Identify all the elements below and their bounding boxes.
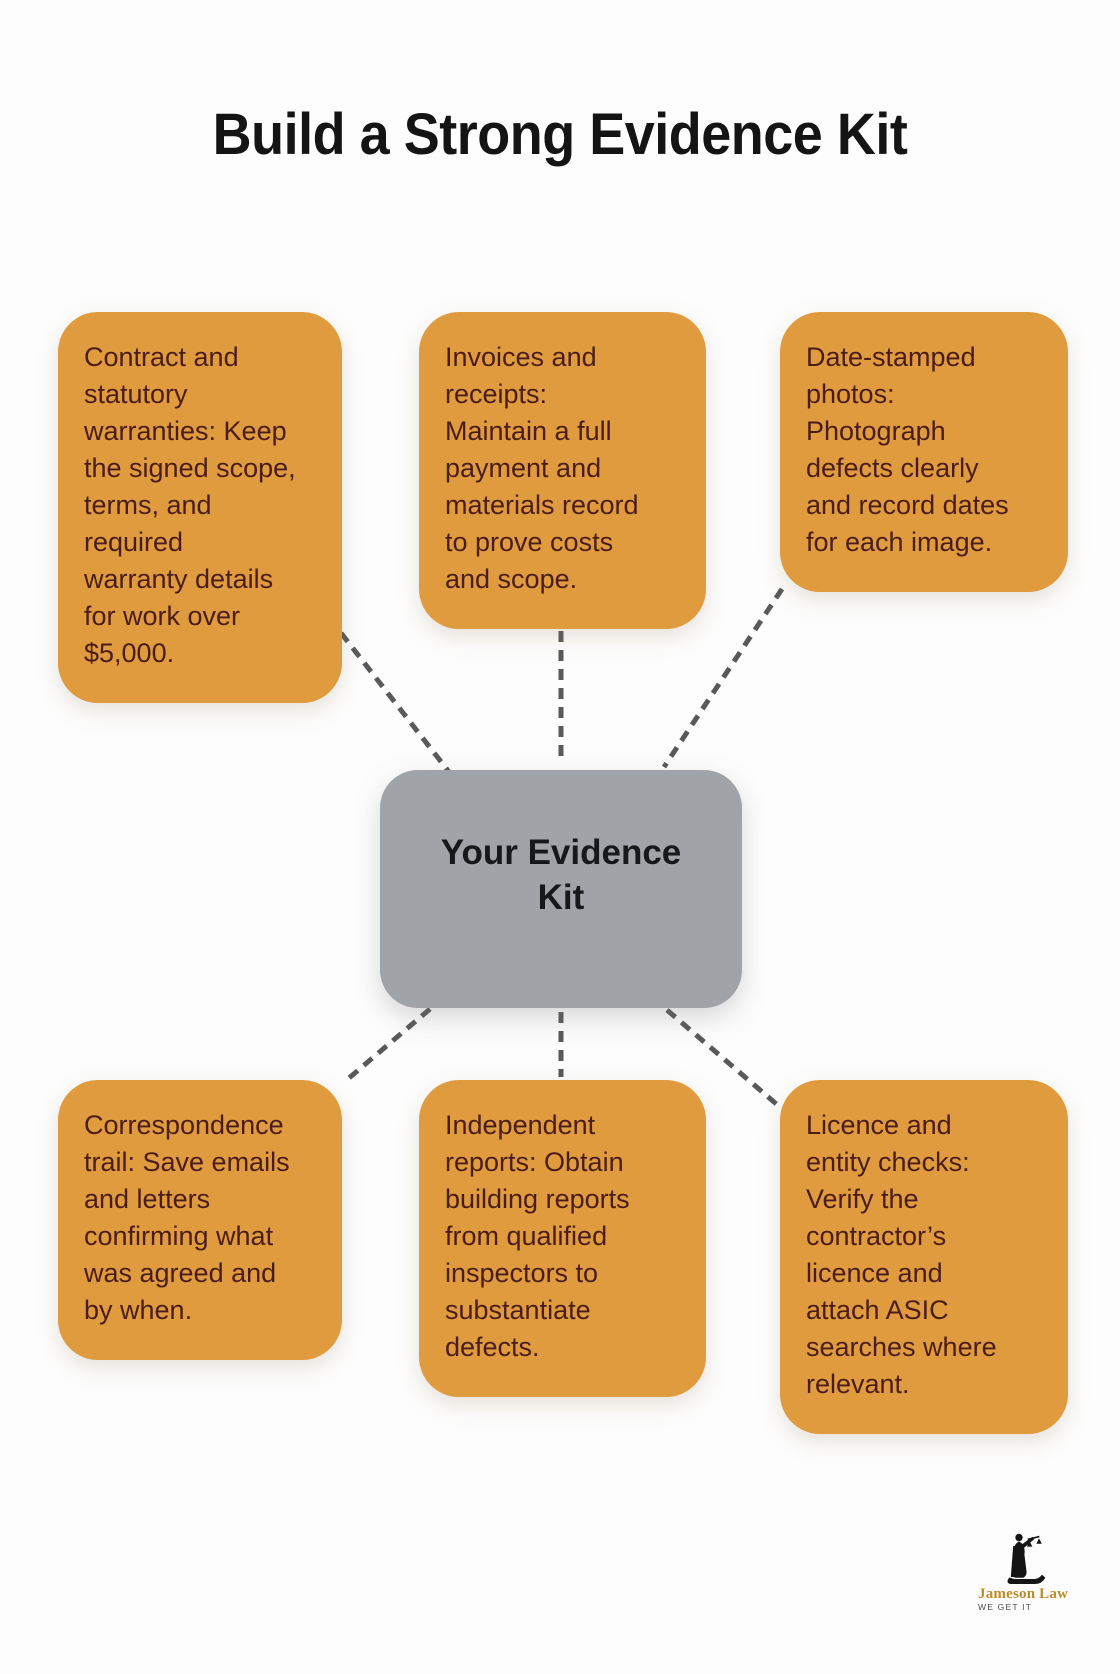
logo-wordmark: Jameson Law bbox=[978, 1586, 1069, 1602]
connector-top-right bbox=[661, 587, 785, 769]
card-contract-warranties: Contract and statutory warranties: Keep … bbox=[58, 312, 342, 703]
jameson-law-logo: Jameson Law WE GET IT bbox=[978, 1532, 1074, 1612]
page-title: Build a Strong Evidence Kit bbox=[212, 102, 908, 167]
connector-bottom-right bbox=[665, 1008, 783, 1110]
center-node-label: Your Evidence Kit bbox=[440, 833, 682, 917]
card-date-stamped-photos: Date-stamped photos: Photograph defects … bbox=[780, 312, 1068, 592]
lady-justice-icon bbox=[1007, 1533, 1046, 1584]
connector-bottom-left bbox=[347, 1007, 432, 1080]
card-correspondence-trail: Correspondence trail: Save emails and le… bbox=[58, 1080, 342, 1360]
card-invoices-receipts: Invoices and receipts: Maintain a full p… bbox=[419, 312, 706, 629]
logo-tagline: WE GET IT bbox=[978, 1602, 1033, 1612]
connector-top-left bbox=[339, 631, 451, 774]
center-node-your-evidence-kit: Your Evidence Kit bbox=[380, 770, 742, 1008]
card-independent-reports: Independent reports: Obtain building rep… bbox=[419, 1080, 706, 1397]
card-licence-entity-checks: Licence and entity checks: Verify the co… bbox=[780, 1080, 1068, 1434]
